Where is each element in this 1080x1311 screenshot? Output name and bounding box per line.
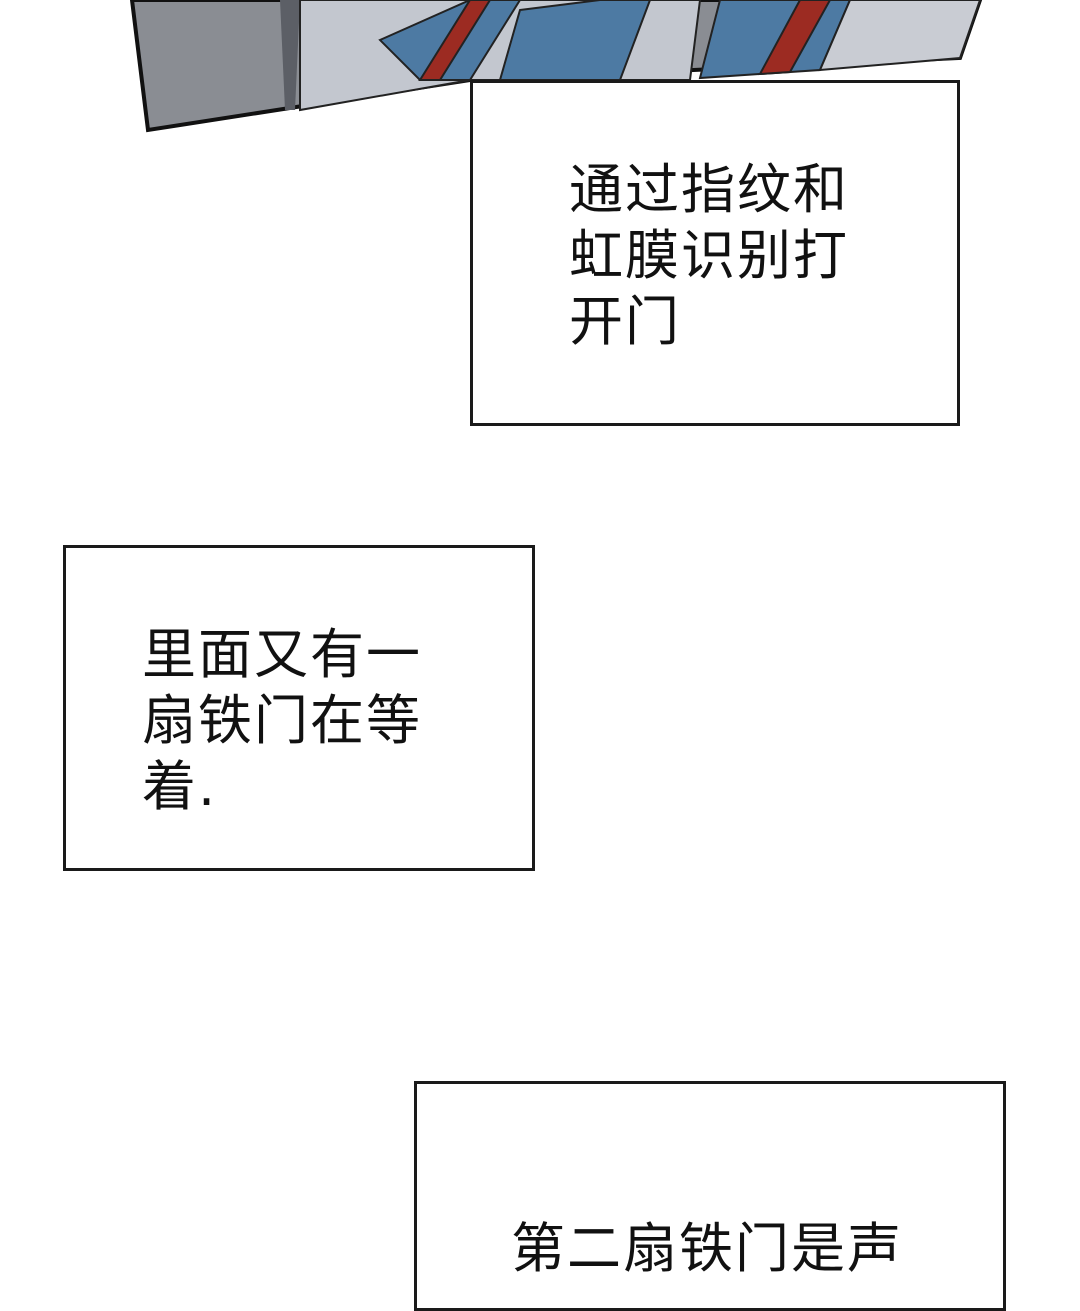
caption-box-2: 里面又有一 扇铁门在等 着. xyxy=(63,545,535,871)
strap-left xyxy=(418,0,492,81)
wall-edge xyxy=(280,0,300,110)
caption-box-1: 通过指纹和 虹膜识别打 开门 xyxy=(470,80,960,426)
caption-box-3: 第二扇铁门是声 xyxy=(414,1081,1006,1311)
caption-text-2: 里面又有一 扇铁门在等 着. xyxy=(142,623,422,818)
background-right xyxy=(818,0,982,72)
caption-text-3: 第二扇铁门是声 xyxy=(511,1217,903,1280)
jacket-center xyxy=(498,0,652,81)
caption-text-1: 通过指纹和 虹膜识别打 开门 xyxy=(569,158,849,353)
strap-right xyxy=(758,0,832,76)
